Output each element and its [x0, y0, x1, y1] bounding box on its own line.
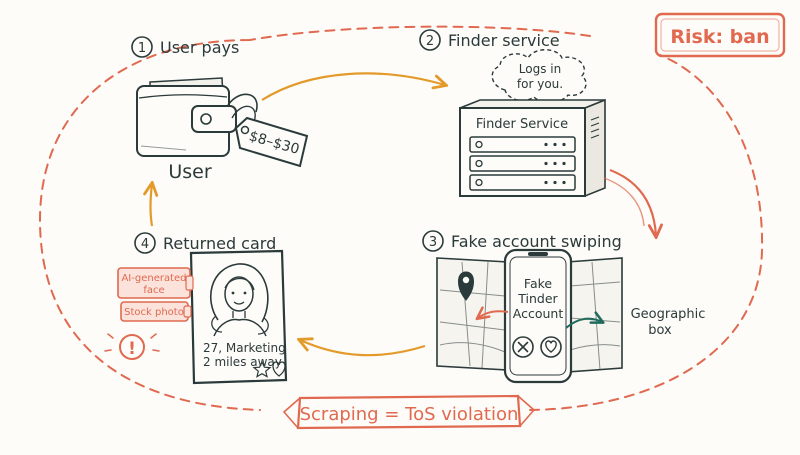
swipe-right-arrow — [565, 319, 602, 329]
server-icon: Finder Service — [459, 98, 606, 198]
step-3-badge — [422, 230, 444, 252]
ai-generated-line-2: face — [143, 285, 164, 296]
thought-line-1: Logs in — [519, 62, 561, 76]
step-4-heading: 4 Returned card — [134, 232, 276, 254]
price-tag-icon: $8–$30 — [227, 93, 309, 168]
profile-photo-icon — [210, 263, 269, 337]
step-2-heading: 2 Finder service — [419, 29, 560, 51]
server-label: Finder Service — [476, 117, 568, 132]
wallet-icon — [136, 77, 237, 157]
swipe-left-arrow — [478, 311, 509, 318]
user-label: User — [168, 161, 211, 183]
risk-badge: Risk: ban — [654, 12, 786, 58]
warning-icon: ! — [104, 333, 160, 360]
step-4-badge — [134, 232, 156, 254]
phone-text-line-3: Account — [513, 306, 564, 321]
step-2-number: 2 — [426, 34, 434, 49]
geographic-box-line-2: box — [648, 323, 672, 338]
geographic-box-line-1: Geographic — [631, 307, 706, 322]
stock-photo-tag: Stock photo — [120, 301, 192, 322]
phone-icon: Fake Tinder Account — [503, 248, 573, 384]
thought-line-2: for you. — [517, 77, 563, 91]
arrow-finder-to-swiping-echo — [603, 177, 645, 227]
step-4-number: 4 — [141, 237, 149, 252]
arrow-finder-to-swiping — [609, 168, 656, 236]
phone-text-line-1: Fake — [524, 276, 552, 291]
ai-generated-tag: AI-generated face — [117, 267, 194, 299]
step-4-title: Returned card — [163, 234, 276, 253]
like-heart-icon — [540, 336, 562, 358]
step-1-number: 1 — [138, 41, 146, 56]
heart-icon — [272, 361, 286, 377]
step-1-heading: 1 User pays — [131, 36, 239, 58]
step-3-title: Fake account swiping — [451, 232, 622, 251]
step-3-number: 3 — [429, 235, 437, 250]
profile-card: 27, Marketing 2 miles away — [189, 249, 288, 385]
profile-line-2: 2 miles away — [203, 355, 282, 369]
arrow-pay-to-finder — [261, 72, 445, 101]
location-pin-icon — [458, 271, 474, 301]
stock-photo-text: Stock photo — [124, 307, 184, 318]
phone-text-line-2: Tinder — [517, 291, 558, 306]
step-1-badge — [131, 36, 153, 58]
step-2-title: Finder service — [448, 31, 560, 50]
arrow-swiping-to-card — [300, 340, 426, 357]
step-3-heading: 3 Fake account swiping — [422, 230, 622, 252]
warning-symbol: ! — [128, 339, 136, 359]
risk-badge-text: Risk: ban — [670, 26, 769, 48]
tos-violation-banner: Scraping = ToS violation — [282, 394, 536, 430]
ai-generated-line-1: AI-generated — [121, 273, 186, 284]
step-1-title: User pays — [160, 38, 239, 57]
step-2-badge — [419, 29, 441, 51]
outer-dashed-loop — [38, 25, 764, 411]
star-icon — [252, 360, 272, 378]
profile-line-1: 27, Marketing — [203, 341, 286, 355]
reject-x-icon — [512, 336, 534, 358]
tos-violation-text: Scraping = ToS violation — [300, 404, 519, 425]
arrow-card-to-user — [151, 184, 153, 227]
